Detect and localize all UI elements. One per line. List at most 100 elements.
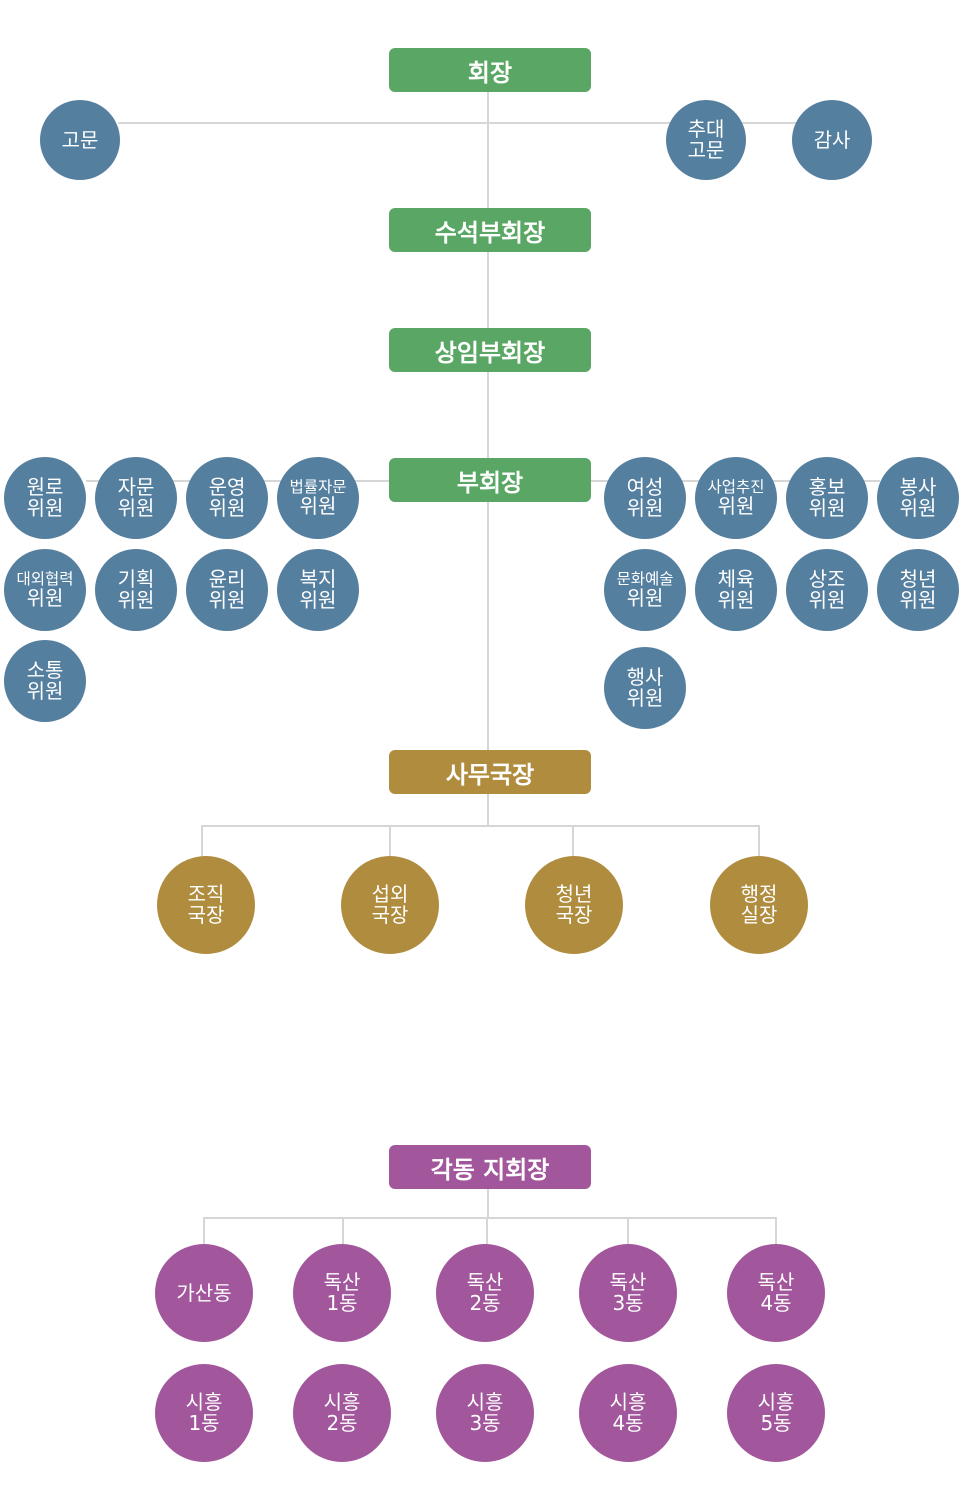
circle-label-line: 독산 <box>609 1270 647 1294</box>
branch-drop-line <box>203 1217 205 1247</box>
circle-label-line: 행사 <box>626 665 664 689</box>
circle-label-line: 여성 <box>626 475 664 499</box>
trunk-line <box>487 92 489 750</box>
branch-drop-line <box>775 1217 777 1247</box>
circle-label-line: 위원 <box>26 496 64 520</box>
circle-label-line: 조직 <box>187 882 225 906</box>
circle-label-line: 원로 <box>26 475 64 499</box>
advisor-circle: 감사 <box>792 100 872 180</box>
bureau-drop-line <box>201 825 203 861</box>
branch-stem-line <box>487 1189 489 1219</box>
circle-label-line: 감사 <box>813 127 851 152</box>
circle-label-line: 위원 <box>26 679 64 703</box>
circle-label-line: 위원 <box>717 588 755 612</box>
bureau-drop-line <box>389 825 391 861</box>
branch-drop-line <box>486 1217 488 1247</box>
box-standing-vp: 상임부회장 <box>389 328 591 372</box>
box-label: 각동 지회장 <box>430 1155 550 1184</box>
circle-label-line: 위원 <box>208 496 246 520</box>
circle-label-line: 위원 <box>299 588 337 612</box>
advisor-circle: 고문 <box>40 100 120 180</box>
circle-label-line: 상조 <box>808 567 846 591</box>
circle-label-line: 청년 <box>899 567 937 591</box>
circle-label-line: 1동 <box>326 1291 358 1315</box>
circle-label-line: 위원 <box>626 496 664 520</box>
circle-label-line: 독산 <box>757 1270 795 1294</box>
box-senior-vp: 수석부회장 <box>389 208 591 252</box>
circle-label-line: 위원 <box>717 493 755 518</box>
circle-label-line: 4동 <box>760 1291 792 1315</box>
circle-label-line: 행정 <box>740 882 778 906</box>
box-branch-heads: 각동 지회장 <box>389 1145 591 1189</box>
circle-label-line: 3동 <box>612 1291 644 1315</box>
circle-label-line: 시흥 <box>757 1390 795 1414</box>
box-label: 사무국장 <box>445 760 535 789</box>
circle-label-line: 위원 <box>899 496 937 520</box>
circle-label-line: 2동 <box>326 1411 358 1435</box>
circle-label-line: 위원 <box>26 585 64 610</box>
circle-label-line: 위원 <box>626 686 664 710</box>
bureau-stem-line <box>487 794 489 826</box>
circle-label-line: 청년 <box>555 882 593 906</box>
circle-label-line: 체육 <box>717 567 755 591</box>
circle-label-line: 1동 <box>188 1411 220 1435</box>
circle-label-line: 위원 <box>808 588 846 612</box>
circle-label-line: 국장 <box>371 903 409 927</box>
circle-label-line: 위원 <box>626 585 664 610</box>
box-label: 수석부회장 <box>434 218 546 247</box>
circle-label-line: 3동 <box>469 1411 501 1435</box>
circle-label-line: 봉사 <box>899 475 937 499</box>
branch-circle: 가산동 <box>155 1244 253 1342</box>
circle-label-line: 법률자문 <box>289 478 347 497</box>
circle-label-line: 시흥 <box>609 1390 647 1414</box>
box-vp: 부회장 <box>389 458 591 502</box>
circle-label-line: 사업추진 <box>707 478 765 497</box>
circle-label-line: 위원 <box>808 496 846 520</box>
box-label: 상임부회장 <box>434 338 546 367</box>
circle-label-line: 시흥 <box>466 1390 504 1414</box>
branch-drop-line <box>342 1217 344 1247</box>
circle-label-line: 소통 <box>26 658 64 682</box>
circle-label-line: 홍보 <box>808 475 846 499</box>
circle-label-line: 가산동 <box>176 1280 232 1305</box>
circle-label-line: 2동 <box>469 1291 501 1315</box>
circle-label-line: 국장 <box>187 903 225 927</box>
circle-label-line: 4동 <box>612 1411 644 1435</box>
circle-label-line: 위원 <box>117 496 155 520</box>
circle-label-line: 운영 <box>208 475 246 499</box>
circle-label-line: 시흥 <box>185 1390 223 1414</box>
circle-label-line: 문화예술 <box>616 570 674 589</box>
circle-label-line: 추대 <box>687 117 725 141</box>
advisor-line <box>118 122 866 124</box>
circle-label-line: 위원 <box>299 493 337 518</box>
circle-label-line: 시흥 <box>323 1390 361 1414</box>
circle-label-line: 복지 <box>299 567 337 591</box>
circle-label-line: 기획 <box>117 567 155 591</box>
circle-label-line: 위원 <box>208 588 246 612</box>
circle-label-line: 실장 <box>740 903 778 927</box>
